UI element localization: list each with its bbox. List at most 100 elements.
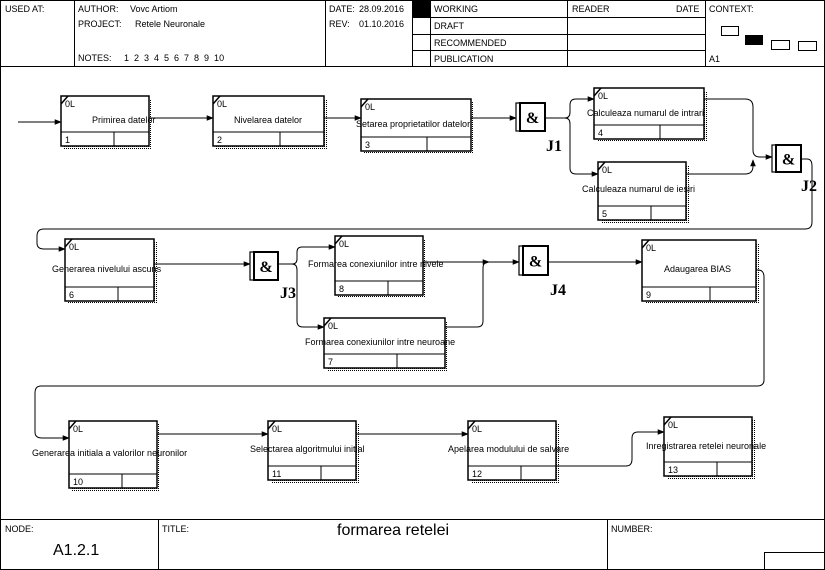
activity-box-8[interactable]: 0L Formarea conexiunilor intre nivele 8 [308, 235, 444, 298]
box-label: Inregistrarea retelei neuronale [646, 441, 766, 451]
activity-box-2[interactable]: 0L Nivelarea datelor 2 [212, 95, 327, 149]
junction-symbol: & [259, 259, 272, 276]
status-working-marker [413, 1, 430, 17]
connector-arrow [686, 159, 756, 175]
junction-symbol: & [526, 110, 539, 127]
box-label: Calculeaza numarul de intrari [587, 108, 704, 118]
connector-arrow [545, 96, 595, 119]
used-at-label: USED AT: [5, 4, 45, 14]
title-label: TITLE: [162, 524, 190, 534]
project-label: PROJECT: [78, 19, 122, 29]
reader-date-label: DATE [676, 4, 700, 14]
junction-label: J1 [546, 138, 562, 155]
box-number: 13 [668, 465, 678, 475]
author-label: AUTHOR: [78, 4, 119, 14]
box-cost: 0L [598, 91, 608, 101]
box-cost: 0L [339, 239, 349, 249]
activity-box-9[interactable]: 0L Adaugarea BIAS 9 [641, 239, 759, 304]
box-number: 1 [65, 135, 70, 145]
project-value: Retele Neuronale [135, 19, 206, 29]
connector-arrow [34, 269, 765, 441]
activity-box-13[interactable]: 0L Inregistrarea retelei neuronale 13 [646, 416, 766, 479]
page-title: formarea retelei [337, 522, 450, 539]
box-label: Calculeaza numarul de iesiri [582, 184, 695, 194]
box-number: 4 [598, 128, 603, 138]
box-cost: 0L [365, 102, 375, 112]
box-label: Selectarea algoritmului initial [250, 444, 365, 454]
junction-j1[interactable]: &J1 [515, 102, 562, 155]
box-number: 10 [73, 477, 83, 487]
box-label: Setarea proprietatilor datelor [356, 119, 470, 129]
box-label: Adaugarea BIAS [664, 264, 731, 274]
box-number: 12 [472, 469, 482, 479]
box-label: Nivelarea datelor [234, 115, 302, 125]
rev-value: 01.10.2016 [359, 19, 405, 29]
junction-symbol: & [782, 152, 795, 169]
box-cost: 0L [69, 242, 79, 252]
box-number: 9 [646, 290, 651, 300]
box-number: 11 [272, 469, 281, 479]
notes-label: NOTES: [78, 53, 112, 63]
author-value: Vovc Artiom [130, 4, 178, 14]
box-number: 5 [602, 209, 607, 219]
activity-box-11[interactable]: 0L Selectarea algoritmului initial 11 [250, 420, 365, 483]
notes-numbers: 1 2 3 4 5 6 7 8 9 10 [124, 53, 225, 63]
connector-arrow [278, 244, 336, 265]
junction-j4[interactable]: &J4 [518, 245, 566, 299]
box-cost: 0L [328, 321, 338, 331]
activity-box-7[interactable]: 0L Formarea conexiunilor intre neuroane 7 [305, 317, 455, 371]
junction-label: J4 [550, 282, 566, 299]
connector-arrow [445, 259, 490, 328]
connector-arrow [36, 158, 813, 252]
status-recommended: RECOMMENDED [434, 38, 507, 48]
box-cost: 0L [668, 420, 678, 430]
box-number: 8 [339, 284, 344, 294]
box-number: 3 [365, 140, 370, 150]
box-cost: 0L [646, 243, 656, 253]
box-number: 6 [69, 290, 74, 300]
date-label: DATE: [329, 4, 355, 14]
date-value: 28.09.2016 [359, 4, 405, 14]
box-cost: 0L [272, 424, 282, 434]
context-node: A1 [709, 54, 721, 64]
junction-label: J3 [280, 285, 296, 302]
activity-box-10[interactable]: 0L Generarea initiala a valorilor neuroni… [32, 420, 187, 491]
junction-j3[interactable]: &J3 [249, 251, 296, 302]
junction-j2[interactable]: &J2 [771, 144, 817, 195]
box-cost: 0L [472, 424, 482, 434]
activity-box-3[interactable]: 0L Setarea proprietatilor datelor 3 [356, 98, 474, 154]
context-label: CONTEXT: [709, 4, 754, 14]
junction-symbol: & [529, 254, 542, 271]
box-number: 7 [328, 357, 333, 367]
box-cost: 0L [602, 165, 612, 175]
activity-box-1[interactable]: 0L Primirea datelor 1 [60, 95, 156, 149]
activity-box-5[interactable]: 0L Calculeaza numarul de iesiri 5 [582, 161, 695, 223]
node-value: A1.2.1 [53, 542, 100, 559]
box-label: Generarea nivelului ascuns [52, 264, 162, 274]
box-label: Formarea conexiunilor intre neuroane [305, 337, 455, 347]
box-cost: 0L [217, 99, 227, 109]
box-label: Primirea datelor [92, 115, 156, 125]
connector-lines [18, 96, 813, 467]
connector-arrow [278, 263, 325, 330]
connector-arrow [545, 117, 599, 177]
box-cost: 0L [65, 99, 75, 109]
box-label: Formarea conexiunilor intre nivele [308, 259, 444, 269]
activity-box-6[interactable]: 0L Generarea nivelului ascuns 6 [52, 238, 162, 304]
reader-label: READER [572, 4, 610, 14]
junction-label: J2 [801, 178, 817, 195]
box-cost: 0L [73, 424, 83, 434]
connector-arrow [556, 429, 665, 467]
number-label: NUMBER: [611, 524, 653, 534]
node-label: NODE: [5, 524, 34, 534]
box-label: Apelarea modulului de salvare [448, 444, 569, 454]
activity-box-12[interactable]: 0L Apelarea modulului de salvare 12 [448, 420, 569, 483]
status-publication: PUBLICATION [434, 54, 494, 64]
connector-arrow [704, 98, 773, 160]
box-number: 2 [217, 135, 222, 145]
box-label: Generarea initiala a valorilor neuronilo… [32, 448, 187, 458]
status-working: WORKING [434, 4, 478, 14]
activity-box-4[interactable]: 0L Calculeaza numarul de intrari 4 [587, 87, 707, 142]
rev-label: REV: [329, 19, 350, 29]
